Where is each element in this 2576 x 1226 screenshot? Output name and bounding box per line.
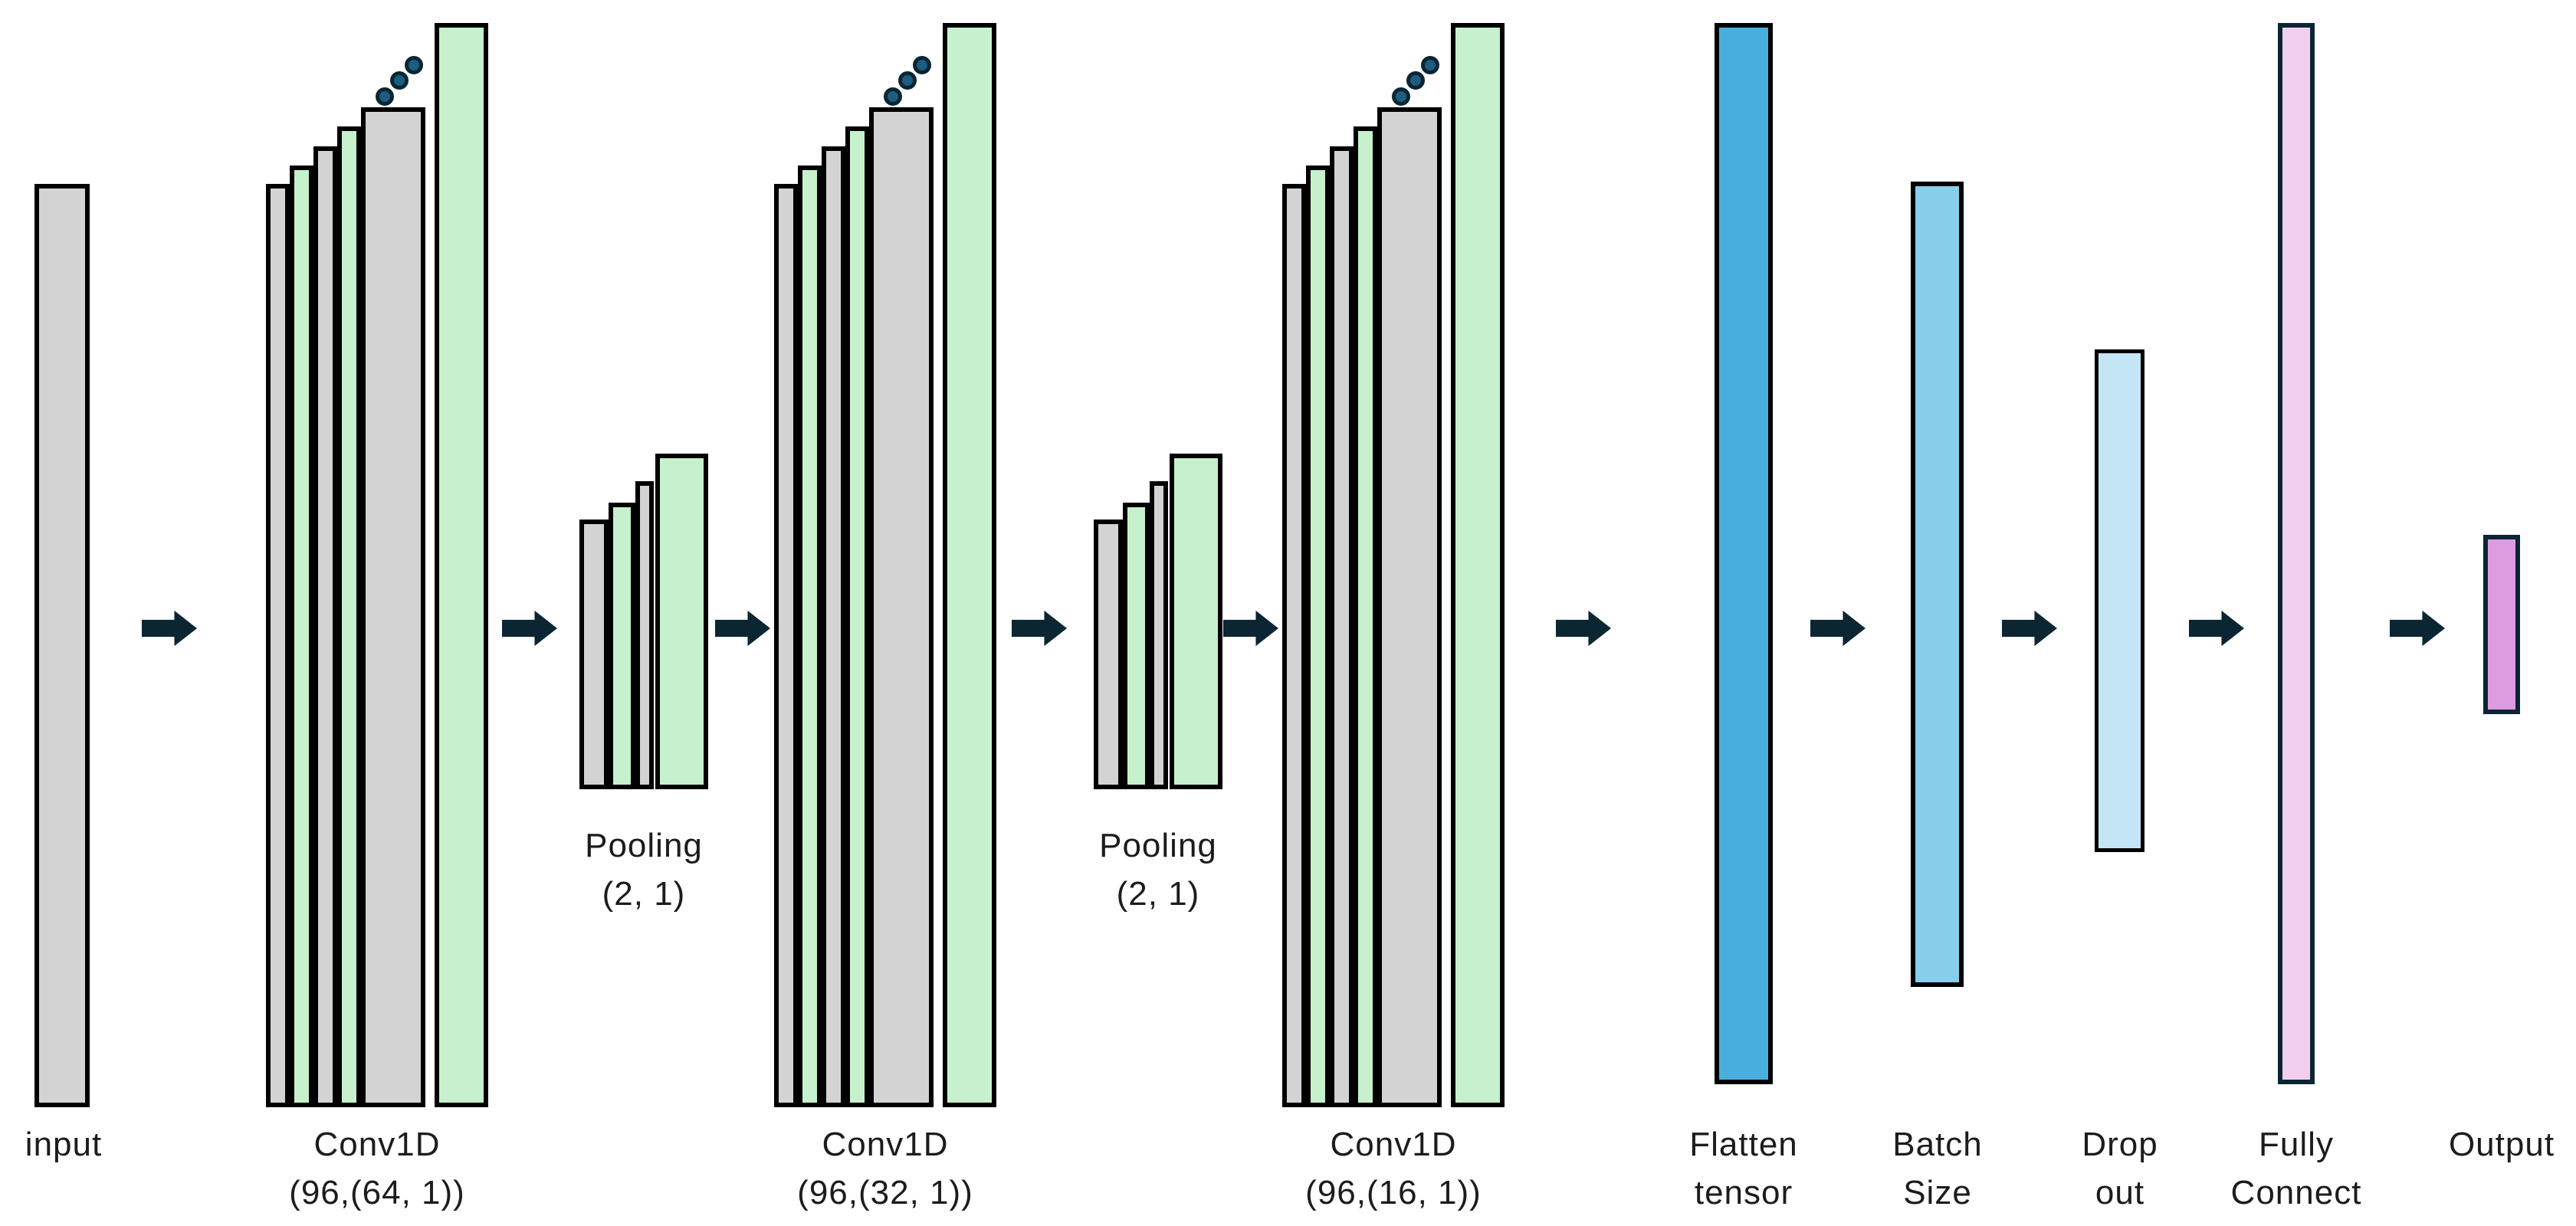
input-bar: [34, 184, 90, 1107]
pool-feature-map-bar: [1123, 503, 1150, 789]
dropout-label-line1: Drop: [2082, 1126, 2158, 1163]
output-label-text: Output: [2448, 1126, 2555, 1163]
pooling2-label-name: Pooling: [1099, 827, 1217, 864]
conv3-label-name: Conv1D: [1330, 1126, 1457, 1163]
conv1-label-params: (96,(64, 1)): [289, 1174, 465, 1211]
flow-arrow-icon: [1223, 610, 1278, 647]
ellipsis-dot-icon: [376, 87, 394, 106]
flow-arrow-icon: [2390, 610, 2445, 647]
pool-feature-map-bar: [1150, 481, 1168, 789]
conv-feature-map-bar: [845, 126, 869, 1107]
conv-feature-map-bar: [313, 146, 337, 1107]
conv-output-bar: [1451, 23, 1505, 1107]
conv-feature-map-bar: [798, 166, 822, 1107]
conv-feature-map-bar: [1330, 146, 1354, 1107]
conv-output-bar: [943, 23, 996, 1107]
flow-arrow-icon: [715, 610, 770, 647]
conv-block-2: Conv1D (96,(32, 1)): [774, 0, 996, 1226]
conv2-label: Conv1D (96,(32, 1)): [797, 1120, 973, 1217]
flatten-label-line1: Flatten: [1689, 1126, 1798, 1163]
ellipsis-dot-icon: [405, 56, 423, 74]
conv-feature-map-bar: [869, 107, 934, 1107]
conv-feature-map-bar: [1377, 107, 1442, 1107]
pooling1-label-params: (2, 1): [602, 875, 686, 913]
conv-feature-map-bar: [1354, 126, 1377, 1107]
pool-feature-map-bar: [579, 520, 609, 789]
conv2-label-params: (96,(32, 1)): [797, 1174, 973, 1211]
dropout-label: Drop out: [2082, 1120, 2158, 1217]
input-label-text: input: [25, 1126, 103, 1163]
flow-arrow-icon: [1012, 610, 1067, 647]
dropout-label-line2: out: [2095, 1174, 2145, 1211]
pooling2-label-params: (2, 1): [1116, 875, 1200, 913]
batch-size-bar: [1911, 182, 1964, 987]
conv-block-3: Conv1D (96,(16, 1)): [1282, 0, 1505, 1226]
fully-connect-label-line2: Connect: [2230, 1174, 2362, 1211]
conv-feature-map-bar: [1282, 184, 1306, 1107]
input-label: input: [25, 1120, 102, 1169]
pool-feature-map-bar: [1094, 520, 1123, 789]
flow-arrow-icon: [502, 610, 557, 647]
pool-feature-map-bar: [609, 503, 635, 789]
flatten-label-line2: tensor: [1694, 1174, 1793, 1211]
output-label: Output: [2449, 1120, 2555, 1169]
batch-size-label-line1: Batch: [1892, 1126, 1983, 1163]
ellipsis-dot-icon: [390, 71, 409, 90]
ellipsis-dot-icon: [1421, 56, 1439, 74]
conv-feature-map-bar: [361, 107, 425, 1107]
ellipsis-dot-icon: [898, 71, 917, 90]
batch-size-label: Batch Size: [1892, 1120, 1983, 1217]
conv-block-1: Conv1D (96,(64, 1)): [266, 0, 488, 1226]
conv1-label: Conv1D (96,(64, 1)): [289, 1120, 465, 1217]
pooling-block-1: Pooling (2, 1): [579, 0, 708, 1226]
flow-arrow-icon: [142, 610, 197, 647]
flow-arrow-icon: [2002, 610, 2057, 647]
ellipsis-dot-icon: [913, 56, 931, 74]
output-bar: [2483, 535, 2520, 714]
ellipsis-dot-icon: [884, 87, 902, 106]
fully-connect-label-line1: Fully: [2259, 1126, 2334, 1163]
flow-arrow-icon: [1810, 610, 1866, 647]
fully-connect-bar: [2278, 23, 2315, 1084]
conv-output-bar: [435, 23, 488, 1107]
flatten-tensor-bar: [1715, 23, 1773, 1084]
pooling1-label: Pooling (2, 1): [585, 821, 703, 918]
ellipsis-dot-icon: [1392, 87, 1410, 106]
pool-feature-map-bar: [635, 481, 654, 789]
conv-feature-map-bar: [290, 166, 313, 1107]
batch-size-label-line2: Size: [1903, 1174, 1972, 1211]
ellipsis-dot-icon: [1406, 71, 1425, 90]
dropout-bar: [2095, 349, 2144, 852]
conv3-label-params: (96,(16, 1)): [1305, 1174, 1482, 1211]
conv-feature-map-bar: [774, 184, 798, 1107]
flow-arrow-icon: [1556, 610, 1611, 647]
conv-feature-map-bar: [266, 184, 290, 1107]
pooling1-label-name: Pooling: [585, 827, 703, 864]
flow-arrow-icon: [2189, 610, 2244, 647]
pool-output-bar: [1170, 454, 1222, 789]
conv-feature-map-bar: [1306, 166, 1330, 1107]
conv-feature-map-bar: [337, 126, 361, 1107]
conv3-label: Conv1D (96,(16, 1)): [1305, 1120, 1482, 1217]
conv2-label-name: Conv1D: [822, 1126, 949, 1163]
flatten-label: Flatten tensor: [1689, 1120, 1798, 1217]
pool-output-bar: [655, 454, 708, 789]
conv1-label-name: Conv1D: [313, 1126, 441, 1163]
pooling2-label: Pooling (2, 1): [1099, 821, 1217, 918]
pooling-block-2: Pooling (2, 1): [1094, 0, 1222, 1226]
fully-connect-label: Fully Connect: [2231, 1120, 2362, 1217]
conv-feature-map-bar: [822, 146, 845, 1107]
